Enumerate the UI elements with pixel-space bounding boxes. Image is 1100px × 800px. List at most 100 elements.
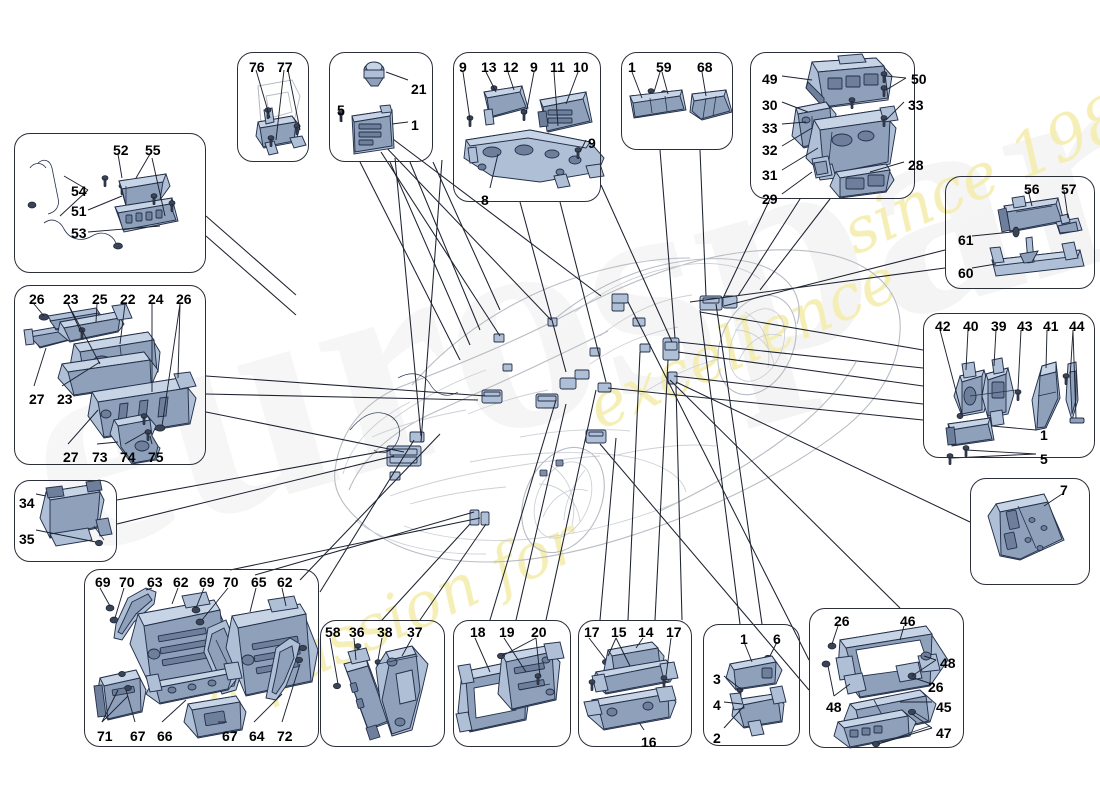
part-number-label: 62 xyxy=(173,574,189,590)
callout-box-navigation-unit-supports xyxy=(453,620,571,747)
part-number-label: 18 xyxy=(470,624,486,640)
part-number-label: 61 xyxy=(958,232,974,248)
callout-box-ecu-mounting-plate-assembly xyxy=(453,52,601,202)
part-number-label: 69 xyxy=(199,574,215,590)
part-number-label: 60 xyxy=(958,265,974,281)
part-number-label: 67 xyxy=(222,728,238,744)
callout-box-sensor-with-mounting-bracket xyxy=(703,624,800,746)
part-number-label: 25 xyxy=(92,291,108,307)
part-number-label: 45 xyxy=(936,699,952,715)
part-number-label: 1 xyxy=(740,631,748,647)
part-number-label: 17 xyxy=(666,624,682,640)
part-number-label: 1 xyxy=(628,59,636,75)
part-number-label: 63 xyxy=(147,574,163,590)
part-number-label: 9 xyxy=(530,59,538,75)
callout-box-body-computer-module xyxy=(970,478,1090,585)
part-number-label: 65 xyxy=(251,574,267,590)
callout-box-abs-control-unit xyxy=(14,480,117,562)
part-number-label: 73 xyxy=(92,449,108,465)
part-number-label: 26 xyxy=(834,613,850,629)
part-number-label: 51 xyxy=(71,203,87,219)
part-number-label: 9 xyxy=(459,59,467,75)
part-number-label: 33 xyxy=(762,120,778,136)
part-group-21-1-5 xyxy=(337,61,395,155)
part-number-label: 5 xyxy=(1040,451,1048,467)
part-number-label: 20 xyxy=(531,624,547,640)
part-number-label: 62 xyxy=(277,574,293,590)
part-group-56-61 xyxy=(989,195,1085,277)
part-number-label: 2 xyxy=(713,730,721,746)
part-number-label: 64 xyxy=(249,728,265,744)
part-group-1-6 xyxy=(725,654,787,737)
part-group-45-48 xyxy=(821,625,949,749)
part-number-label: 27 xyxy=(29,391,45,407)
part-number-label: 1 xyxy=(411,117,419,133)
part-number-label: 33 xyxy=(908,97,924,113)
part-number-label: 35 xyxy=(19,531,35,547)
part-number-label: 53 xyxy=(71,225,87,241)
part-number-label: 71 xyxy=(97,728,113,744)
part-number-label: 8 xyxy=(481,192,489,208)
callout-box-bracket-assembly-upper xyxy=(237,52,309,162)
part-number-label: 41 xyxy=(1043,318,1059,334)
part-number-label: 21 xyxy=(411,81,427,97)
part-number-label: 26 xyxy=(176,291,192,307)
part-number-label: 7 xyxy=(1060,482,1068,498)
part-number-label: 26 xyxy=(29,291,45,307)
part-number-label: 57 xyxy=(1061,181,1077,197)
part-number-label: 44 xyxy=(1069,318,1085,334)
part-group-28-50 xyxy=(791,53,899,199)
part-number-label: 38 xyxy=(377,624,393,640)
callout-box-amplifier-and-support-frame xyxy=(809,608,964,748)
part-number-label: 3 xyxy=(713,671,721,687)
callout-box-main-ecu-and-support-bracket xyxy=(750,52,915,199)
part-number-label: 23 xyxy=(57,391,73,407)
part-number-label: 31 xyxy=(762,167,778,183)
callout-box-sensor-and-control-unit xyxy=(329,52,433,162)
part-number-label: 74 xyxy=(120,449,136,465)
part-number-label: 13 xyxy=(481,59,497,75)
part-group-39-44 xyxy=(945,357,1085,465)
part-group-52-55 xyxy=(27,159,179,250)
part-group-7 xyxy=(987,493,1065,561)
part-group-14-17 xyxy=(583,641,679,731)
part-number-label: 40 xyxy=(963,318,979,334)
part-number-label: 48 xyxy=(826,699,842,715)
part-number-label: 11 xyxy=(550,59,565,75)
part-number-label: 58 xyxy=(325,624,341,640)
callout-box-hands-free-module-and-harness xyxy=(14,133,206,273)
part-number-label: 34 xyxy=(19,495,35,511)
part-number-label: 36 xyxy=(349,624,365,640)
part-number-label: 23 xyxy=(63,291,79,307)
part-number-label: 14 xyxy=(638,624,654,640)
part-number-label: 54 xyxy=(71,183,87,199)
part-number-label: 49 xyxy=(762,71,778,87)
part-number-label: 4 xyxy=(713,697,721,713)
part-number-label: 24 xyxy=(148,291,164,307)
part-number-label: 52 xyxy=(113,142,129,158)
part-number-label: 22 xyxy=(120,291,136,307)
part-number-label: 47 xyxy=(936,725,952,741)
part-group-18-20 xyxy=(455,641,565,733)
callout-box-side-mounted-sensors xyxy=(923,313,1095,458)
part-number-label: 19 xyxy=(499,624,515,640)
part-number-label: 32 xyxy=(762,142,778,158)
callout-box-antenna-modules xyxy=(621,52,733,150)
callout-leader-lines xyxy=(33,69,1077,745)
part-number-label: 55 xyxy=(145,142,161,158)
part-number-label: 17 xyxy=(584,624,600,640)
part-group-1-59-68 xyxy=(629,88,733,121)
part-number-label: 70 xyxy=(223,574,239,590)
part-number-label: 48 xyxy=(940,655,956,671)
part-number-label: 28 xyxy=(908,157,924,173)
part-number-label: 30 xyxy=(762,97,778,113)
part-number-label: 46 xyxy=(900,613,916,629)
callout-box-battery-tray-and-covers xyxy=(14,285,206,465)
part-number-label: 68 xyxy=(697,59,713,75)
part-number-label: 56 xyxy=(1024,181,1040,197)
part-number-label: 10 xyxy=(573,59,589,75)
part-number-label: 9 xyxy=(588,135,596,151)
callout-box-telematics-antenna-and-bracket xyxy=(945,176,1095,289)
part-number-label: 26 xyxy=(928,679,944,695)
